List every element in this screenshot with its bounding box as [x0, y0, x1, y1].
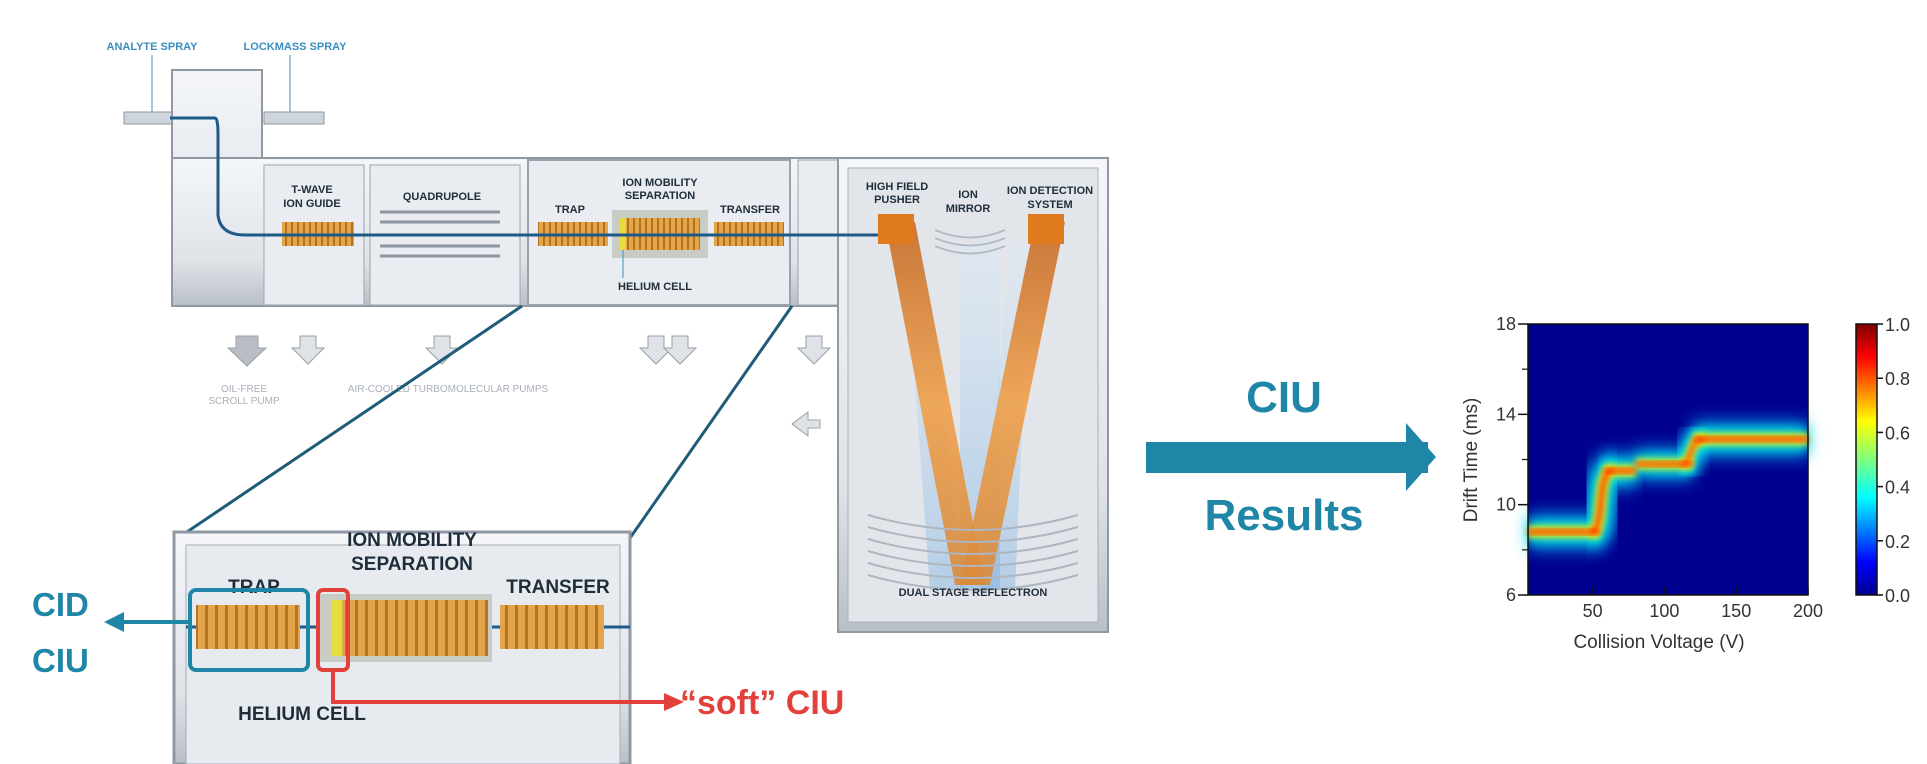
tof-beams	[878, 214, 1065, 590]
pump-arrows	[226, 335, 832, 437]
detector-icon	[1028, 214, 1064, 244]
scroll-pump-label-1: OIL-FREE	[221, 384, 267, 395]
heatmap-transition	[1681, 437, 1705, 466]
cid-ciu-annotation: CID CIU	[32, 586, 192, 679]
soft-ciu-label: “soft” CIU	[680, 684, 844, 722]
cid-label: CID	[32, 586, 89, 623]
pusher-label-2: PUSHER	[874, 194, 920, 206]
x-tick-label: 200	[1793, 601, 1823, 621]
y-tick-label: 10	[1496, 495, 1516, 515]
zoom-ims-label-2: SEPARATION	[351, 554, 473, 575]
instrument-schematic: ANALYTE SPRAY LOCKMASS SPRAY T-WAVE ION …	[107, 41, 1109, 633]
trap-label: TRAP	[555, 204, 585, 216]
ciu-heatmap: 50 100 150 200 6 10 14 18 Collision Voltage (V)…	[1461, 314, 1910, 653]
colorbar-tick-label: 0.4	[1885, 478, 1910, 498]
detector-label-1: ION DETECTION	[1007, 185, 1093, 197]
zoom-inset: ION MOBILITY SEPARATION TRAP TRANSFER HE…	[172, 530, 632, 764]
pusher-label-1: HIGH FIELD	[866, 181, 928, 193]
quadrupole-label: QUADRUPOLE	[403, 191, 481, 203]
zoom-leader-right	[628, 305, 794, 539]
turbo-pumps-label: AIR-COOLED TURBOMOLECULAR PUMPS	[348, 384, 549, 395]
y-tick-label: 14	[1496, 404, 1516, 424]
mirror-label-1: ION	[958, 189, 978, 201]
left-arrowhead-icon	[104, 612, 124, 632]
colorbar-tick-label: 0.2	[1885, 532, 1910, 552]
x-axis-label: Collision Voltage (V)	[1573, 632, 1744, 653]
zoom-helium-cell-icon	[332, 600, 342, 656]
zoom-ims-label-1: ION MOBILITY	[347, 530, 477, 551]
twave-label-1: T-WAVE	[291, 184, 332, 196]
heatmap-feature-2	[1635, 462, 1694, 466]
y-tick-label: 18	[1496, 314, 1516, 334]
x-tick-label: 150	[1721, 601, 1751, 621]
y-tick-label: 6	[1506, 585, 1516, 605]
x-tick-label: 50	[1583, 601, 1603, 621]
ims-label-2: SEPARATION	[625, 190, 696, 202]
ciu-label: CIU	[32, 642, 89, 679]
right-arrowhead-icon	[664, 693, 684, 711]
results-arrow: CIU Results	[1146, 373, 1436, 540]
zoom-ims-icon	[332, 600, 488, 656]
ion-path	[170, 116, 885, 237]
twave-label-2: ION GUIDE	[283, 198, 340, 210]
colorbar-tick-label: 0.6	[1885, 423, 1910, 443]
zoom-leader-left	[177, 304, 523, 540]
analyte-spray-label: ANALYTE SPRAY	[107, 41, 199, 53]
heatmap-feature-3	[1693, 437, 1808, 442]
reflectron-icon	[867, 514, 1079, 591]
colorbar	[1855, 323, 1878, 596]
heatmap-feature-1	[1604, 468, 1636, 473]
heatmap-feature-0	[1528, 529, 1600, 534]
quadrupole-rods-icon	[380, 210, 500, 258]
scroll-pump-label-2: SCROLL PUMP	[208, 396, 280, 407]
colorbar-tick-label: 0.0	[1885, 586, 1910, 606]
pusher-icon	[878, 214, 914, 244]
arrow-head-icon	[1406, 423, 1436, 491]
soft-ciu-annotation: “soft” CIU	[331, 670, 844, 722]
detector-label-2: SYSTEM	[1027, 199, 1072, 211]
y-axis-label: Drift Time (ms)	[1461, 398, 1482, 523]
colorbar-tick-label: 1.0	[1885, 315, 1910, 335]
zoom-transfer-icon	[500, 605, 604, 649]
x-tick-label: 100	[1649, 601, 1679, 621]
heatmap-transition	[1590, 468, 1614, 534]
trap-highlight-box	[188, 588, 310, 672]
mirror-label-2: MIRROR	[946, 203, 991, 215]
zoom-trap-icon	[196, 605, 300, 649]
helium-cell-label: HELIUM CELL	[618, 281, 692, 293]
reflectron-label: DUAL STAGE REFLECTRON	[899, 587, 1048, 599]
ims-label-1: ION MOBILITY	[622, 177, 698, 189]
zoom-trap-label: TRAP	[228, 577, 280, 598]
colorbar-tick-label: 0.8	[1885, 369, 1910, 389]
transfer-label: TRANSFER	[720, 204, 780, 216]
zoom-helium-cell-label: HELIUM CELL	[238, 704, 366, 725]
arrow-shaft	[1146, 442, 1428, 473]
lockmass-spray-label: LOCKMASS SPRAY	[244, 41, 348, 53]
arrow-results-label: Results	[1205, 491, 1364, 540]
arrow-ciu-label: CIU	[1246, 373, 1322, 422]
zoom-transfer-label: TRANSFER	[506, 577, 610, 598]
